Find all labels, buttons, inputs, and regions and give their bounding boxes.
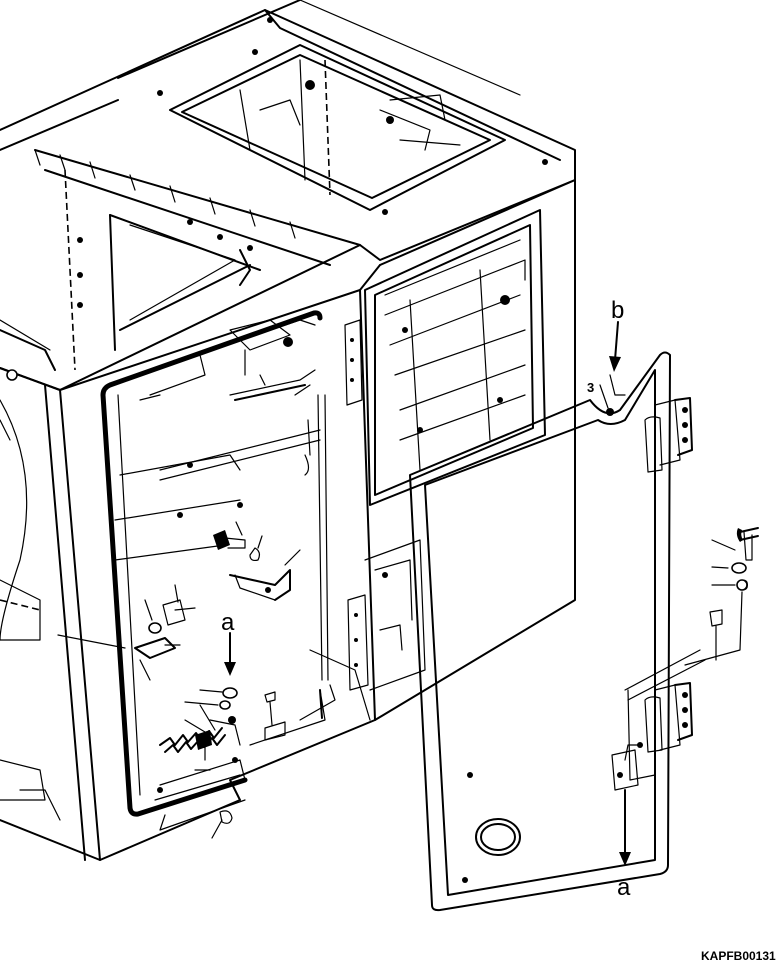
reference-arrows — [224, 321, 631, 866]
hinge-pin-parts — [684, 527, 759, 666]
reference-label-b: b — [611, 297, 624, 324]
cab-left-side — [0, 367, 101, 861]
door-panel — [409, 351, 706, 912]
reference-label-a-top: a — [221, 609, 235, 636]
door-opening — [59, 264, 381, 861]
reference-label-a-bottom: a — [617, 874, 631, 901]
cab-rear-panel — [344, 179, 576, 721]
latch-parts — [57, 521, 301, 839]
cab-front-frame — [0, 149, 361, 371]
cab-roof — [0, 0, 576, 391]
part-number-label-3: 3 — [587, 380, 594, 395]
figure-code: KAPFB00131 — [701, 949, 776, 963]
